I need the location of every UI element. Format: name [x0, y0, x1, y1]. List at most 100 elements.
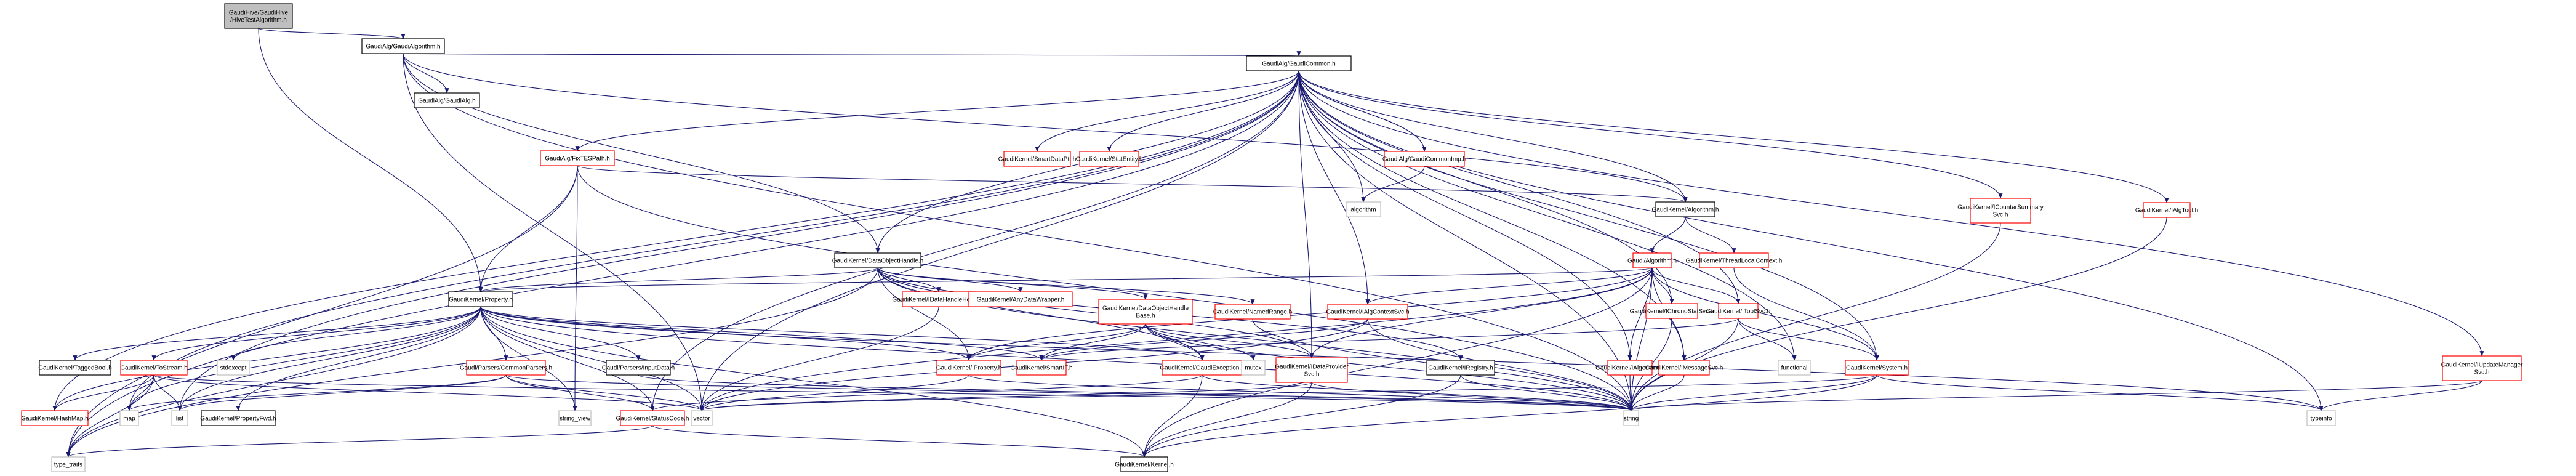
edge-property-to-smartif: [480, 306, 1044, 361]
node-label: GaudiKernel/AnyDataWrapper.h: [977, 297, 1065, 304]
node-property[interactable]: GaudiKernel/Property.h: [448, 291, 513, 307]
node-gaudialg[interactable]: GaudiAlg/GaudiAlg.h: [414, 92, 480, 108]
node-vector[interactable]: vector: [691, 410, 713, 426]
edge-line: [52, 70, 1299, 411]
node-label: GaudiKernel/IAlgTool.h: [2135, 208, 2198, 214]
edge-system-to-typeinfo: [1876, 374, 2324, 411]
edge-line: [1309, 267, 1653, 358]
edge-line: [1298, 70, 2324, 411]
edge-line: [1650, 216, 1686, 254]
node-propertyfwd[interactable]: GaudiKernel/PropertyFwd.h: [200, 410, 276, 426]
node-ialgorithm[interactable]: GaudiKernel/IAlgorithm.h: [1595, 360, 1664, 376]
edge-line: [480, 306, 704, 411]
node-hashmap[interactable]: GaudiKernel/HashMap.h: [21, 410, 89, 426]
node-box: [448, 291, 513, 307]
node-imessagesvc[interactable]: GaudiKernel/IMessageSvc.h: [1645, 360, 1723, 376]
node-stdexcept[interactable]: stdexcept: [217, 360, 250, 376]
edge-fixtespath-to-type_traits: [66, 165, 578, 458]
node-smartif[interactable]: GaudiKernel/SmartIF.h: [1010, 360, 1073, 376]
node-taggedbool[interactable]: GaudiKernel/TaggedBool.h: [38, 360, 112, 376]
node-gaudi_algorithm[interactable]: Gaudi/Algorithm.h: [1627, 252, 1677, 268]
node-ialgtool[interactable]: GaudiKernel/IAlgTool.h: [2135, 202, 2198, 218]
node-statuscode[interactable]: GaudiKernel/StatusCode.h: [616, 410, 689, 426]
edge-dataobjecthandlebase-to-mutex: [1145, 323, 1256, 361]
edge-line: [52, 306, 481, 411]
edge-property-to-inputdata: [480, 306, 641, 361]
node-label: functional: [1781, 365, 1808, 372]
node-map[interactable]: map: [119, 410, 139, 426]
node-gaudicommon[interactable]: GaudiAlg/GaudiCommon.h: [1246, 55, 1352, 71]
node-box: [1384, 151, 1465, 167]
node-dataobjecthandle[interactable]: GaudiKernel/DataObjectHandle.h: [832, 252, 923, 268]
node-algorithm_std[interactable]: algorithm: [1346, 201, 1381, 217]
node-ichronostatsvc[interactable]: GaudiKernel/IChronoStatSvc.h: [1630, 303, 1714, 319]
edge-line: [1142, 374, 1461, 458]
node-kalgorithm[interactable]: GaudiKernel/Algorithm.h: [1652, 201, 1719, 217]
edge-property-to-type_traits: [66, 306, 481, 458]
edge-property-to-tostream: [151, 306, 481, 361]
node-string[interactable]: string: [1623, 410, 1639, 426]
node-tostream[interactable]: GaudiKernel/ToStream.h: [120, 360, 188, 376]
node-kernel[interactable]: GaudiKernel/Kernel.h: [1115, 456, 1174, 472]
edge-system-to-string: [1629, 374, 1877, 411]
edge-line: [1629, 267, 1653, 411]
edge-gaudiexception-to-statuscode: [650, 374, 1203, 411]
node-box: [936, 360, 1001, 376]
node-system[interactable]: GaudiKernel/System.h: [1845, 360, 1909, 376]
edge-line: [650, 70, 1299, 411]
node-string_view[interactable]: string_view: [558, 410, 592, 426]
edge-line: [66, 374, 154, 458]
edge-line: [699, 306, 939, 411]
node-label: GaudiAlg/GaudiAlg.h: [418, 98, 475, 105]
node-mutex[interactable]: mutex: [1241, 360, 1266, 376]
node-label: GaudiKernel/SmartIF.h: [1010, 365, 1072, 372]
edge-line: [577, 165, 1687, 203]
edge-gaudicommon-to-type_traits: [66, 70, 1299, 458]
edge-gaudialgorithm-to-gaudicommon: [403, 50, 1299, 57]
edge-line: [699, 70, 1299, 411]
node-inputdata[interactable]: Gaudi/Parsers/InputData.h: [602, 360, 675, 376]
node-functional[interactable]: functional: [1778, 360, 1811, 376]
node-idatahandleholder[interactable]: GaudiKernel/IDataHandleHolder.h: [892, 291, 985, 307]
node-ialgcontextsvc[interactable]: GaudiKernel/IAlgContextSvc.h: [1326, 304, 1410, 320]
node-itoolsvc[interactable]: GaudiKernel/IToolSvc.h: [1706, 303, 1771, 319]
edge-line: [966, 323, 1146, 361]
node-root[interactable]: GaudiHive/GaudiHive/HiveTestAlgorithm.h: [224, 3, 293, 29]
node-list[interactable]: list: [171, 410, 188, 426]
edge-line: [66, 425, 653, 458]
node-type_traits[interactable]: type_traits: [51, 456, 86, 472]
edge-line: [1145, 323, 1634, 411]
node-fixtespath[interactable]: GaudiAlg/FixTESPath.h: [540, 150, 615, 166]
node-commonparsers[interactable]: Gaudi/Parsers/CommonParsers.h: [460, 360, 552, 376]
edge-system-to-vector: [700, 374, 1877, 411]
node-namedrange[interactable]: GaudiKernel/NamedRange.h: [1213, 304, 1292, 320]
edge-line: [1035, 70, 1299, 152]
node-statentity[interactable]: GaudiKernel/StatEntity.h: [1076, 151, 1143, 167]
edge-property-to-statuscode: [480, 306, 655, 411]
node-label: GaudiKernel/IToolSvc.h: [1706, 309, 1771, 315]
node-typeinfo[interactable]: typeinfo: [2306, 410, 2336, 426]
node-box: [51, 456, 86, 472]
edge-gaudicommon-to-icountersummary: [1298, 70, 2003, 199]
node-anydatawrapper[interactable]: GaudiKernel/AnyDataWrapper.h: [968, 291, 1073, 307]
node-label: GaudiKernel/IProperty.h: [936, 365, 1002, 372]
edge-property-to-taggedbool: [73, 306, 481, 361]
node-gaudicommonimp[interactable]: GaudiAlg/GaudiCommonImp.h: [1382, 151, 1466, 167]
edge-line: [1311, 382, 1634, 411]
node-gaudiexception[interactable]: GaudiKernel/GaudiException.h: [1160, 360, 1245, 376]
edge-line: [478, 267, 878, 292]
edge-line: [480, 306, 641, 361]
node-gaudialgorithm[interactable]: GaudiAlg/GaudiAlgorithm.h: [361, 38, 445, 54]
edge-line: [1298, 70, 1797, 361]
node-smartdataptr[interactable]: GaudiKernel/SmartDataPtr.h: [998, 151, 1077, 167]
node-iregistry[interactable]: GaudiKernel/IRegistry.h: [1426, 360, 1495, 376]
edge-gaudicommon-to-system: [1298, 70, 1879, 361]
edge-iregistry-to-string: [1460, 374, 1634, 411]
node-threadlocalcontext[interactable]: GaudiKernel/ThreadLocalContext.h: [1686, 252, 1783, 268]
node-label: Gaudi/Algorithm.h: [1627, 258, 1677, 265]
node-iproperty[interactable]: GaudiKernel/IProperty.h: [936, 360, 1002, 376]
